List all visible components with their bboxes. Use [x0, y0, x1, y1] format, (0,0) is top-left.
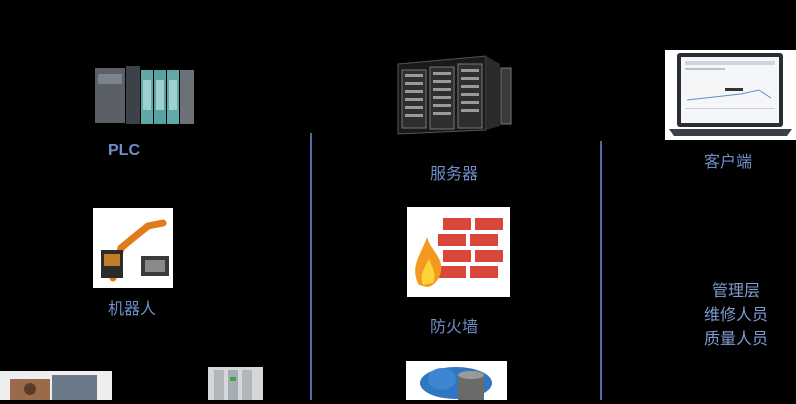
plc-image — [95, 66, 194, 124]
divider-left — [310, 133, 312, 400]
io-module-image — [208, 367, 263, 400]
client-label: 客户端 — [704, 152, 753, 171]
divider-right — [600, 141, 602, 400]
server-node — [390, 52, 512, 136]
roles-list: 管理层 维修人员 质量人员 — [696, 279, 776, 351]
engine-image — [0, 371, 112, 400]
laptop-image — [665, 50, 796, 140]
role-management: 管理层 — [711, 281, 760, 300]
role-quality: 质量人员 — [703, 329, 768, 348]
plc-label: PLC — [108, 142, 140, 159]
server-label: 服务器 — [430, 164, 479, 183]
robot-label: 机器人 — [108, 299, 157, 318]
robot-node — [93, 208, 173, 288]
firewall-node — [407, 207, 510, 297]
cloud-database-image — [406, 361, 507, 400]
plc-node — [90, 60, 200, 130]
cloud-db-node — [406, 361, 507, 400]
role-maintenance: 维修人员 — [703, 305, 768, 324]
firewall-label: 防火墙 — [430, 317, 479, 336]
robot-image — [93, 208, 173, 288]
server-image — [397, 55, 512, 135]
client-node — [665, 50, 796, 140]
machine-image — [0, 371, 112, 400]
firewall-image — [407, 207, 510, 297]
